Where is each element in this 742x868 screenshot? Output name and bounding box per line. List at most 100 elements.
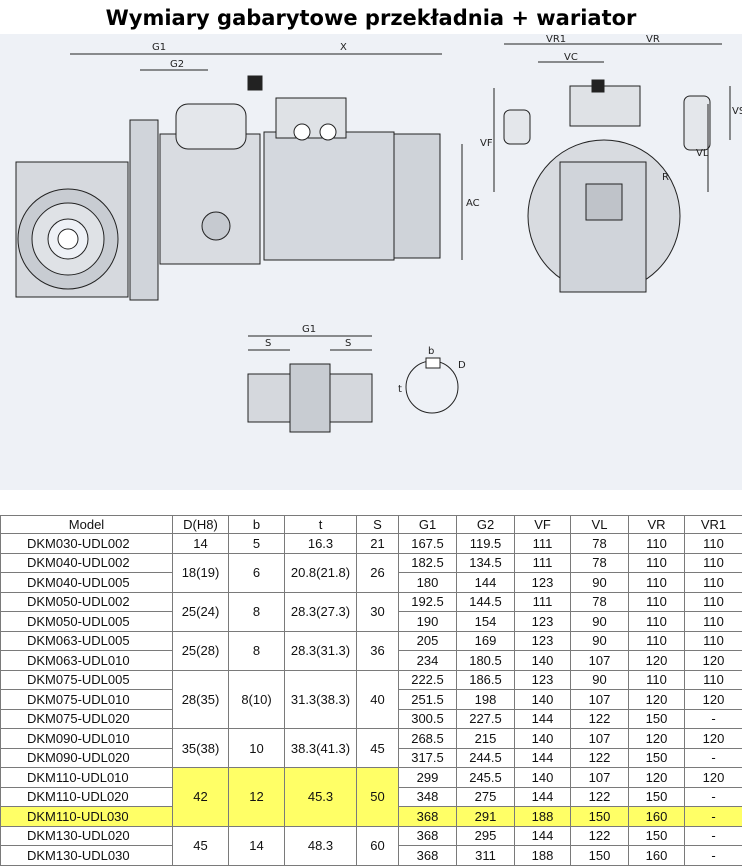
column-header-g1: G1 xyxy=(398,515,457,534)
table-row: DKM110-UDL010 42 12 45.3 50 299 245.5 14… xyxy=(0,767,742,827)
motor-fan-cover xyxy=(393,133,441,259)
column-header-vf: VF xyxy=(514,515,571,534)
vl-cell: 90 xyxy=(570,669,629,690)
table-row: DKM075-UDL010 251.5 198 140 107 120 120 xyxy=(0,689,742,710)
vl-cell: 122 xyxy=(570,825,629,846)
vr1-cell: - xyxy=(684,786,742,807)
variator-handwheel xyxy=(175,103,247,150)
vr-cell: 150 xyxy=(628,708,685,729)
vf-cell: 140 xyxy=(514,767,571,788)
d-cell: 25(28) xyxy=(172,630,229,671)
model-cell: DKM130-UDL030 xyxy=(0,845,173,866)
b-cell: 12 xyxy=(228,767,285,827)
side-handwheel-right xyxy=(683,95,711,151)
vf-cell: 123 xyxy=(514,611,571,632)
g1-cell: 300.5 xyxy=(398,708,457,729)
vr-cell: 150 xyxy=(628,747,685,768)
input-flange xyxy=(129,119,159,301)
column-header-vl: VL xyxy=(570,515,629,534)
side-handwheel-left xyxy=(503,109,531,145)
dim-label-ac: AC xyxy=(466,198,480,209)
vl-cell: 107 xyxy=(570,728,629,749)
g2-cell: 245.5 xyxy=(456,767,515,788)
b-cell: 8 xyxy=(228,591,285,632)
d-cell: 35(38) xyxy=(172,728,229,768)
dim-label-g1: G1 xyxy=(152,42,166,53)
table-row: DKM063-UDL005 25(28) 8 28.3(31.3) 36 205… xyxy=(0,630,742,671)
table-row: DKM030-UDL002 14 5 16.3 21 167.5 119.5 1… xyxy=(0,533,742,554)
g2-cell: 144.5 xyxy=(456,591,515,612)
g1-cell: 222.5 xyxy=(398,669,457,690)
vr1-cell: - xyxy=(684,708,742,729)
vr1-cell: - xyxy=(684,845,742,866)
t-cell: 16.3 xyxy=(284,533,357,554)
vr-cell: 110 xyxy=(628,591,685,612)
model-cell: DKM063-UDL005 xyxy=(0,630,173,651)
column-header-b: b xyxy=(228,515,285,534)
vr1-cell: 110 xyxy=(684,611,742,632)
vr-cell: 110 xyxy=(628,533,685,554)
vf-cell: 140 xyxy=(514,650,571,671)
model-cell: DKM110-UDL010 xyxy=(0,767,173,788)
b-cell: 8 xyxy=(228,630,285,671)
column-header-vr: VR xyxy=(628,515,685,534)
g2-cell: 180.5 xyxy=(456,650,515,671)
s-cell: 30 xyxy=(356,591,399,632)
table-row: DKM130-UDL030 368 311 188 150 160 - xyxy=(0,845,742,866)
vf-cell: 111 xyxy=(514,552,571,573)
table-row: DKM050-UDL002 25(24) 8 28.3(27.3) 30 192… xyxy=(0,591,742,632)
table-row: DKM090-UDL020 317.5 244.5 144 122 150 - xyxy=(0,747,742,768)
vr-cell: 120 xyxy=(628,689,685,710)
g1-cell: 182.5 xyxy=(398,552,457,573)
g2-cell: 144 xyxy=(456,572,515,593)
vr1-cell: - xyxy=(684,825,742,846)
model-cell: DKM075-UDL010 xyxy=(0,689,173,710)
main-assembly-view xyxy=(15,53,463,301)
vr1-cell: 110 xyxy=(684,669,742,690)
model-cell: DKM050-UDL002 xyxy=(0,591,173,612)
vr-cell: 160 xyxy=(628,845,685,866)
vr1-cell: - xyxy=(684,747,742,768)
vf-cell: 111 xyxy=(514,533,571,554)
technical-drawing: G1 X G2 AC VR1 VR VC VF VS VL R G1 S S b… xyxy=(0,34,742,490)
vr-cell: 110 xyxy=(628,552,685,573)
dim-label-d: D xyxy=(458,360,466,371)
g2-cell: 295 xyxy=(456,825,515,846)
model-cell: DKM030-UDL002 xyxy=(0,533,173,554)
shaft-detail-view xyxy=(247,335,459,433)
g2-cell: 186.5 xyxy=(456,669,515,690)
page-title: Wymiary gabarytowe przekładnia + wariato… xyxy=(105,6,637,30)
b-cell: 10 xyxy=(228,728,285,768)
s-cell: 36 xyxy=(356,630,399,671)
dim-label-shaft-g1: G1 xyxy=(302,324,316,335)
model-cell: DKM040-UDL002 xyxy=(0,552,173,573)
dim-label-vf: VF xyxy=(480,138,493,149)
s-cell: 40 xyxy=(356,669,399,729)
g1-cell: 368 xyxy=(398,806,457,827)
dim-label-g2: G2 xyxy=(170,59,184,70)
table-row: DKM130-UDL020 45 14 48.3 60 368 295 144 … xyxy=(0,825,742,866)
vr1-cell: 110 xyxy=(684,630,742,651)
table-row: DKM075-UDL005 28(35) 8(10) 31.3(38.3) 40… xyxy=(0,669,742,729)
column-header-g2: G2 xyxy=(456,515,515,534)
vl-cell: 78 xyxy=(570,533,629,554)
vf-cell: 111 xyxy=(514,591,571,612)
g2-cell: 169 xyxy=(456,630,515,651)
dim-label-x: X xyxy=(340,42,347,53)
vf-cell: 140 xyxy=(514,728,571,749)
g2-cell: 311 xyxy=(456,845,515,866)
vl-cell: 78 xyxy=(570,552,629,573)
vf-cell: 123 xyxy=(514,630,571,651)
model-cell: DKM110-UDL020 xyxy=(0,786,173,807)
vr1-cell: 120 xyxy=(684,728,742,749)
vf-cell: 144 xyxy=(514,708,571,729)
vr1-cell: - xyxy=(684,806,742,827)
model-cell: DKM090-UDL020 xyxy=(0,747,173,768)
g1-cell: 205 xyxy=(398,630,457,651)
d-cell: 45 xyxy=(172,825,229,866)
variator-body xyxy=(159,133,261,265)
model-cell: DKM050-UDL005 xyxy=(0,611,173,632)
s-cell: 21 xyxy=(356,533,399,554)
g1-cell: 317.5 xyxy=(398,747,457,768)
motor-body xyxy=(263,131,395,261)
